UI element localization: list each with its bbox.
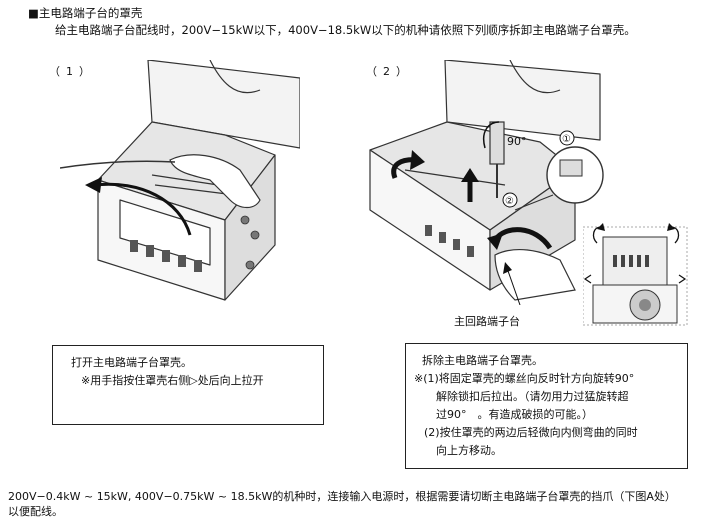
note-box-open-cover: 打开主电路端子台罩壳。 ※用手指按住罩壳右侧▷处后向上拉开: [52, 345, 324, 425]
footer-note-line2: 以便配线。: [8, 505, 63, 518]
marker-2: ②: [505, 196, 514, 207]
box1-line2: ※用手指按住罩壳右侧▷处后向上拉开: [71, 372, 313, 390]
box1-line1: 打开主电路端子台罩壳。: [71, 356, 192, 369]
figure-cover-detail: [583, 223, 688, 326]
intro-text: 给主电路端子台配线时，200V−15kW以下，400V−18.5kW以下的机种请…: [55, 23, 636, 37]
figure-remove-cover: 90° ① ②: [369, 60, 604, 305]
arrow-icon: [94, 182, 192, 236]
box2-line6: 向上方移动。: [436, 444, 502, 457]
box2-line5: (2)按住罩壳的两边后轻微向内侧弯曲的同时: [424, 426, 638, 439]
right-triangle-icon: ▷: [189, 374, 198, 387]
box1-line2-text: ※用手指按住罩壳右侧: [81, 374, 190, 387]
box1-line2-tail: 处后向上拉开: [197, 374, 264, 387]
angle-label: 90°: [507, 135, 527, 148]
section-title: ■主电路端子台的罩壳: [28, 6, 143, 20]
box2-line3: 解除锁扣后拉出。（请勿用力过猛旋转超: [436, 390, 629, 403]
step-1-label: （1）: [49, 65, 96, 78]
footer-note-line1: 200V−0.4kW ~ 15kW, 400V−0.75kW ~ 18.5kW的…: [8, 490, 676, 503]
magnifier-circle-icon: [514, 146, 604, 211]
step-2-label: （2）: [366, 65, 413, 78]
box2-line1: 拆除主电路端子台罩壳。: [422, 354, 543, 367]
box2-line4: 过90° 。有造成破损的可能。）: [436, 408, 593, 421]
figure-open-cover: [60, 60, 300, 301]
note-box-remove-cover: 拆除主电路端子台罩壳。 ※(1)将固定罩壳的螺丝向反时针方向旋转90° 解除锁扣…: [405, 343, 688, 469]
rotate-arrow-icon: [483, 121, 500, 149]
main-circuit-terminal-caption: 主回路端子台: [454, 315, 520, 328]
screwdriver-icon: [489, 121, 505, 198]
box2-line2: ※(1)将固定罩壳的螺丝向反时针方向旋转90°: [414, 372, 635, 385]
marker-1: ①: [562, 134, 571, 145]
